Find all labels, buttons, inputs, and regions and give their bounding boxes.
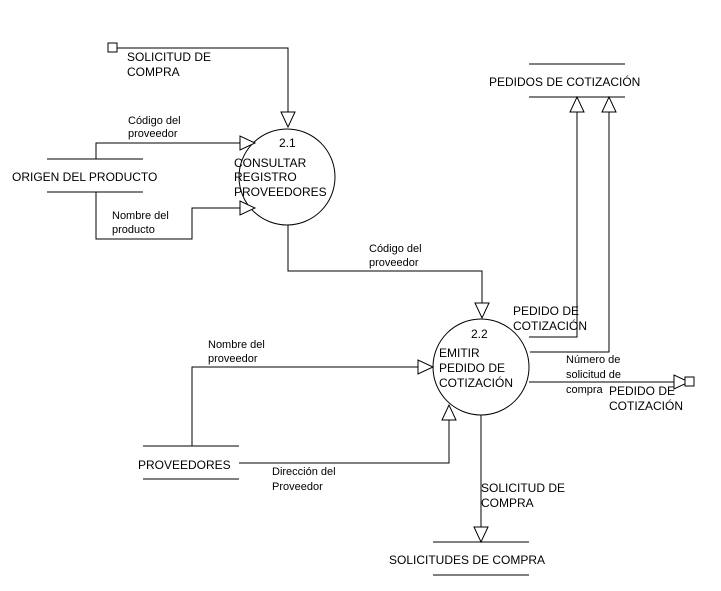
arrowhead-solicitud-to-2-1 bbox=[280, 111, 296, 129]
process-2-2-line-1: EMITIR bbox=[439, 346, 480, 360]
store-proveedores-label: PROVEEDORES bbox=[138, 458, 231, 472]
flow-nombre-producto bbox=[95, 192, 240, 240]
store-solicitudes-label: SOLICITUDES DE COMPRA bbox=[389, 553, 545, 567]
flow-codigo-proveedor-2-label-2: proveedor bbox=[369, 257, 419, 269]
arrowhead-direccion-proveedor bbox=[441, 403, 457, 421]
process-2-2-id: 2.2 bbox=[471, 327, 488, 341]
entity-solicitud-compra-label-2: COMPRA bbox=[127, 65, 180, 79]
entity-pedido-cotizacion-label-1: PEDIDO DE bbox=[609, 384, 675, 398]
flow-solicitud-compra-label-1: SOLICITUD DE bbox=[481, 481, 565, 495]
process-2-2-line-3: COTIZACIÓN bbox=[439, 375, 513, 390]
process-2-1-line-1: CONSULTAR bbox=[234, 156, 307, 170]
flow-solicitud-to-2-1 bbox=[117, 47, 289, 112]
flow-direccion-proveedor bbox=[239, 420, 450, 464]
flow-pedido-cotizacion-label-1: PEDIDO DE bbox=[513, 304, 579, 318]
flow-solicitud-compra-label-2: COMPRA bbox=[481, 496, 534, 510]
flow-codigo-proveedor-2-label-1: Código del bbox=[369, 243, 422, 255]
entity-solicitud-compra-marker bbox=[107, 42, 118, 53]
process-2-1-line-2: REGISTRO bbox=[234, 170, 297, 184]
store-pedidos-label: PEDIDOS DE COTIZACIÓN bbox=[489, 74, 640, 89]
flow-pedido-cotizacion-store bbox=[529, 112, 578, 338]
flow-numero-solicitud-label-2: solicitud de bbox=[566, 369, 621, 381]
flow-numero-solicitud-store bbox=[530, 112, 610, 353]
flow-codigo-proveedor-1-label-1: Código del bbox=[128, 115, 181, 127]
arrowhead-pedido-cotizacion-store bbox=[569, 95, 585, 113]
process-2-1-id: 2.1 bbox=[279, 136, 296, 150]
flow-nombre-producto-label-2: producto bbox=[112, 224, 155, 236]
arrowhead-nombre-proveedor bbox=[417, 359, 435, 375]
flow-numero-solicitud-label-3: compra bbox=[566, 384, 604, 396]
process-2-1-line-3: PROVEEDORES bbox=[234, 185, 327, 199]
entity-pedido-cotizacion-marker bbox=[684, 376, 695, 387]
process-2-1 bbox=[238, 128, 336, 226]
flow-pedido-cotizacion-label-2: COTIZACIÓN bbox=[513, 318, 587, 333]
flow-direccion-proveedor-label-1: Dirección del bbox=[272, 466, 336, 478]
arrowhead-codigo-proveedor-1 bbox=[239, 135, 257, 151]
entity-pedido-cotizacion-label-2: COTIZACIÓN bbox=[609, 398, 683, 413]
arrowhead-numero-solicitud-out bbox=[673, 374, 691, 390]
arrowhead-solicitud-compra-store bbox=[473, 526, 489, 544]
flow-nombre-producto-label-1: Nombre del bbox=[112, 210, 169, 222]
entity-solicitud-compra-label-1: SOLICITUD DE bbox=[127, 50, 211, 64]
flow-codigo-proveedor-2 bbox=[287, 225, 483, 303]
flow-nombre-proveedor-label-2: proveedor bbox=[208, 353, 258, 365]
flow-codigo-proveedor-1-label-2: proveedor bbox=[128, 128, 178, 140]
flow-nombre-proveedor-label-1: Nombre del bbox=[208, 339, 265, 351]
flow-direccion-proveedor-label-2: Proveedor bbox=[272, 481, 323, 493]
arrowhead-numero-solicitud-store bbox=[601, 95, 617, 113]
flow-nombre-proveedor bbox=[191, 366, 418, 446]
flow-numero-solicitud-label-1: Número de bbox=[566, 354, 620, 366]
arrowhead-nombre-producto bbox=[239, 200, 257, 216]
arrowhead-codigo-proveedor-2 bbox=[474, 302, 490, 320]
store-origen-label: ORIGEN DEL PRODUCTO bbox=[12, 170, 157, 184]
process-2-2-line-2: PEDIDO DE bbox=[439, 361, 505, 375]
flow-codigo-proveedor-1 bbox=[95, 142, 240, 159]
